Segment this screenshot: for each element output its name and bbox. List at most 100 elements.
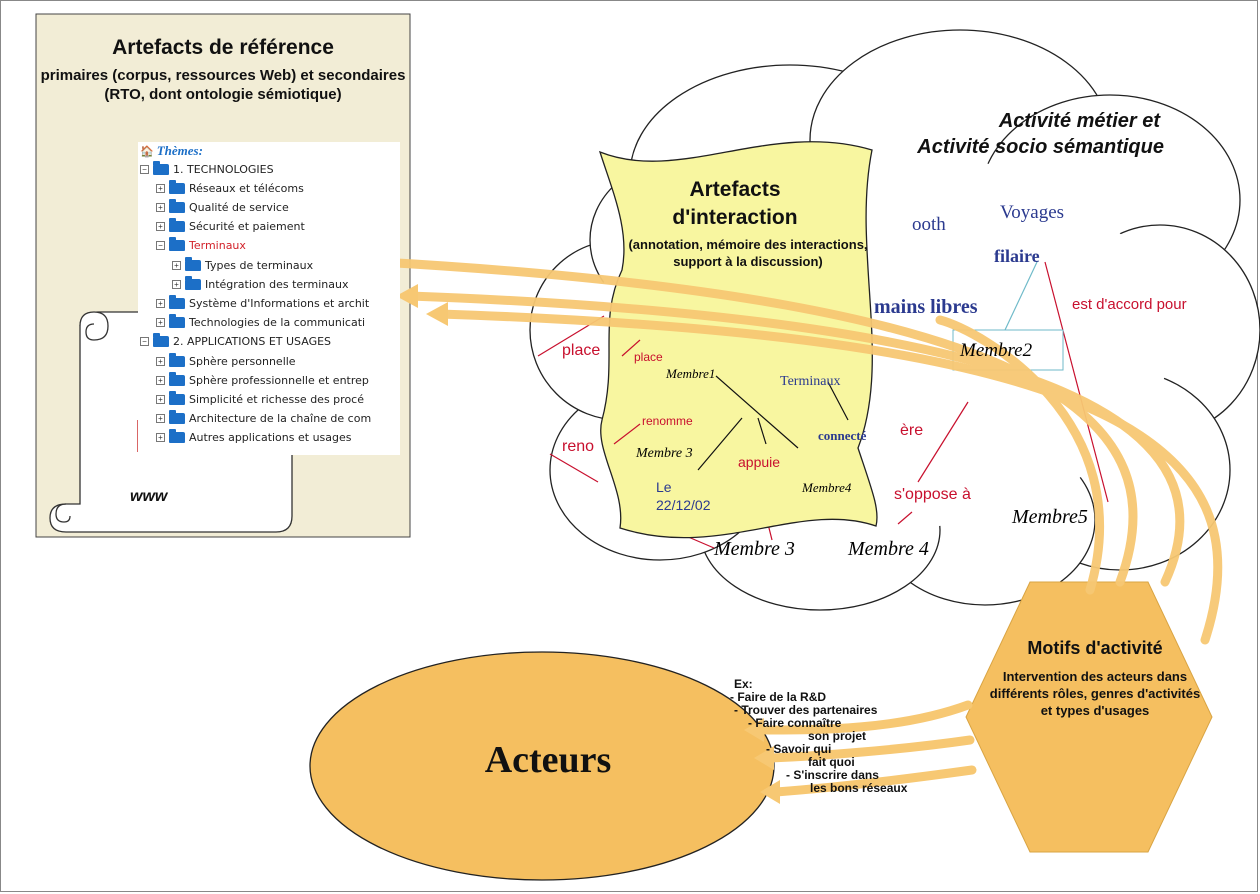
tree-item[interactable]: +Système d'Informations et archit [156, 294, 369, 312]
expand-icon[interactable]: + [156, 375, 165, 385]
interaction-artefacts-subtitle: (annotation, mémoire des interactions, s… [628, 237, 868, 269]
actor-example-5: - Savoir qui [766, 742, 832, 756]
tree-item[interactable]: + Simplicité et richesse des procé [156, 390, 364, 408]
graph-membre1: Membre1 [666, 366, 716, 381]
tree-item-label: 2. APPLICATIONS ET USAGES [173, 335, 332, 349]
word-est-accord: est d'accord pour [1072, 296, 1187, 313]
interaction-scroll-shape [598, 141, 878, 539]
www-label: www [130, 488, 168, 505]
tree-item-label: Technologies de la communicati [189, 316, 366, 330]
word-membre5: Membre5 [1012, 506, 1088, 528]
tree-item-label: Sphère professionnelle et entrep [189, 373, 369, 387]
folder-icon [153, 333, 169, 348]
motifs-text: Intervention des acteurs dans différents… [989, 669, 1201, 718]
folder-icon [169, 429, 185, 444]
tree-item[interactable]: + Sphère personnelle [156, 352, 296, 370]
word-s-oppose: s'oppose à [894, 486, 971, 503]
tree-item[interactable]: − Terminaux [156, 237, 246, 255]
interaction-artefacts-title: Artefacts d'interaction [672, 178, 798, 229]
themes-tree[interactable]: 🏠Thèmes:−1. TECHNOLOGIES+Réseaux et télé… [138, 142, 400, 455]
folder-icon [169, 179, 185, 194]
word-ere: ère [900, 422, 924, 439]
collapse-icon[interactable]: − [156, 241, 165, 251]
expand-icon[interactable]: + [172, 260, 181, 270]
reference-artefacts-subtitle: primaires (corpus, ressources Web) et se… [40, 67, 406, 103]
collapse-icon[interactable]: − [140, 164, 149, 174]
tree-item-label: 1. TECHNOLOGIES [173, 162, 274, 176]
tree-item[interactable]: + Qualité de service [156, 198, 289, 216]
graph-membre3: Membre 3 [636, 446, 693, 461]
actor-example-3: - Faire connaître [748, 716, 842, 730]
tree-header-label: Thèmes: [156, 143, 203, 158]
cloud-title-line1: Activité métier et [998, 110, 1160, 132]
word-filaire: filaire [994, 246, 1040, 266]
tree-item-label: Sécurité et paiement [189, 220, 305, 234]
folder-icon [185, 256, 201, 271]
tree-item-label: Autres applications et usages [189, 431, 352, 445]
tree-item[interactable]: + Technologies de la communicati [156, 314, 365, 332]
actor-example-8: les bons réseaux [810, 781, 908, 795]
tree-item-label: Sphère personnelle [189, 354, 296, 368]
folder-icon [169, 218, 185, 233]
expand-icon[interactable]: + [156, 183, 165, 193]
tree-item[interactable]: + Sécurité et paiement [156, 218, 305, 236]
word-voyages: Voyages [1000, 202, 1065, 223]
graph-appuie: appuie [738, 454, 781, 470]
home-icon: 🏠 [140, 145, 154, 158]
expand-icon[interactable]: + [156, 433, 165, 443]
tree-item[interactable]: +Architecture de la chaîne de com [156, 410, 371, 428]
actor-arrows [755, 700, 977, 797]
collapse-icon[interactable]: − [140, 337, 149, 347]
actor-example-1: - Faire de la R&D [730, 690, 827, 704]
tree-item-label: Intégration des terminaux [205, 277, 349, 291]
tree-item-label: Simplicité et richesse des procé [189, 392, 364, 406]
tree-item-label: Qualité de service [189, 200, 289, 214]
motif-arrows [375, 257, 1223, 645]
folder-icon [169, 294, 185, 309]
graph-renomme: renomme [642, 414, 693, 428]
expand-icon[interactable]: + [156, 222, 165, 232]
folder-icon [153, 160, 169, 175]
folder-icon [169, 198, 185, 213]
expand-icon[interactable]: + [156, 202, 165, 212]
tree-item-label: Terminaux [189, 239, 246, 253]
tree-header: 🏠Thèmes: [140, 142, 203, 160]
expand-icon[interactable]: + [156, 318, 165, 328]
folder-icon [169, 237, 185, 252]
tree-item[interactable]: + Types de terminaux [172, 256, 313, 274]
reference-artefacts-title: Artefacts de référence [112, 36, 334, 59]
tree-item[interactable]: − 1. TECHNOLOGIES [140, 160, 274, 178]
tree-item[interactable]: + Intégration des terminaux [172, 275, 348, 293]
word-place-big: place [562, 342, 601, 359]
word-mains-libres: mains libres [874, 296, 978, 318]
folder-icon [185, 275, 201, 290]
actor-example-6: fait quoi [808, 755, 855, 769]
actor-example-4: son projet [808, 729, 867, 743]
actor-example-0: Ex: [734, 677, 753, 691]
expand-icon[interactable]: + [172, 279, 181, 289]
tree-item[interactable]: + Réseaux et télécoms [156, 179, 304, 197]
cloud-title-line2: Activité socio sémantique [917, 136, 1164, 158]
expand-icon[interactable]: + [156, 414, 165, 424]
tree-item[interactable]: − 2. APPLICATIONS ET USAGES [140, 333, 331, 351]
word-membre4-bottom: Membre 4 [848, 538, 929, 560]
folder-icon [169, 314, 185, 329]
actor-example-2: - Trouver des partenaires [734, 703, 878, 717]
interaction-graph-lines [613, 339, 849, 471]
folder-icon [169, 410, 185, 425]
word-membre2: Membre2 [960, 340, 1033, 361]
graph-terminaux: Terminaux [780, 374, 841, 389]
graph-connecte: connecté [818, 428, 867, 443]
expand-icon[interactable]: + [156, 298, 165, 308]
graph-place-small: place [634, 350, 663, 364]
expand-icon[interactable]: + [156, 356, 165, 366]
expand-icon[interactable]: + [156, 394, 165, 404]
word-bluetooth: ooth [912, 214, 946, 235]
tree-item-label: Types de terminaux [205, 258, 314, 272]
tree-item[interactable]: + Autres applications et usages [156, 429, 352, 447]
tree-item-label: Réseaux et télécoms [189, 181, 304, 195]
graph-membre4: Membre4 [802, 480, 852, 495]
tree-item[interactable]: + Sphère professionnelle et entrep [156, 371, 369, 389]
